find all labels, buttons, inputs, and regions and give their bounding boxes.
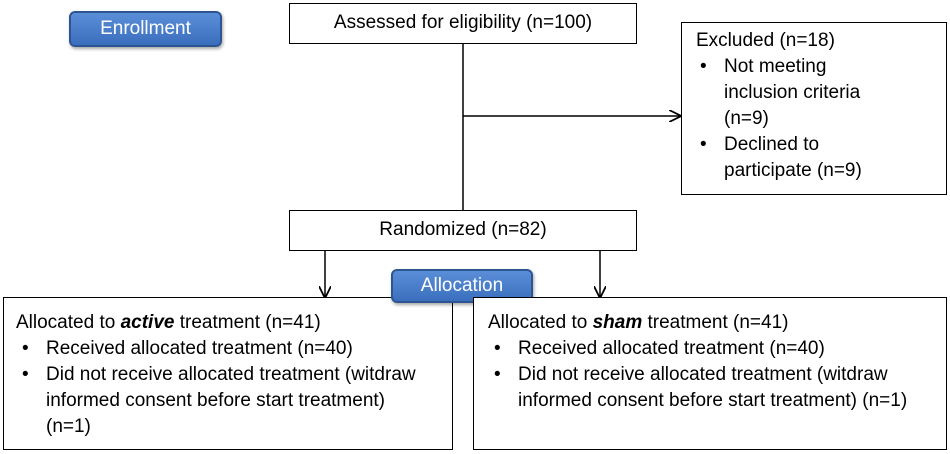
excluded-item: Not meeting inclusion criteria (n=9) [700,54,894,132]
excluded-title: Excluded (n=18) [696,30,835,51]
active-arm-item: Received allocated treatment (n=40) [22,336,442,362]
active-arm-list: Received allocated treatment (n=40) Did … [16,336,442,440]
sham-arm-item: Received allocated treatment (n=40) [494,336,936,362]
assessed-label: Assessed for eligibility (n=100) [333,12,593,33]
sham-arm-list: Received allocated treatment (n=40) Did … [488,336,936,414]
excluded-item: Declined to participate (n=9) [700,132,904,184]
excluded-list: Not meeting inclusion criteria (n=9) Dec… [696,54,936,184]
active-arm-box: Allocated to active treatment (n=41) Rec… [3,297,453,450]
randomized-label: Randomized (n=82) [379,219,547,240]
sham-arm-title: Allocated to sham treatment (n=41) [488,312,789,333]
active-arm-emphasis: active [120,312,175,333]
allocation-badge: Allocation [391,269,533,303]
enrollment-badge: Enrollment [69,11,222,47]
sham-arm-emphasis: sham [592,312,643,333]
sham-arm-item: Did not receive allocated treatment (wit… [494,362,908,414]
randomized-box: Randomized (n=82) [289,210,637,251]
allocation-badge-label: Allocation [420,275,504,296]
active-arm-item: Did not receive allocated treatment (wit… [22,362,426,440]
active-arm-title: Allocated to active treatment (n=41) [16,312,321,333]
sham-arm-box: Allocated to sham treatment (n=41) Recei… [473,297,947,450]
excluded-box: Excluded (n=18) Not meeting inclusion cr… [681,22,947,195]
assessed-box: Assessed for eligibility (n=100) [289,3,637,44]
enrollment-badge-label: Enrollment [100,18,191,39]
